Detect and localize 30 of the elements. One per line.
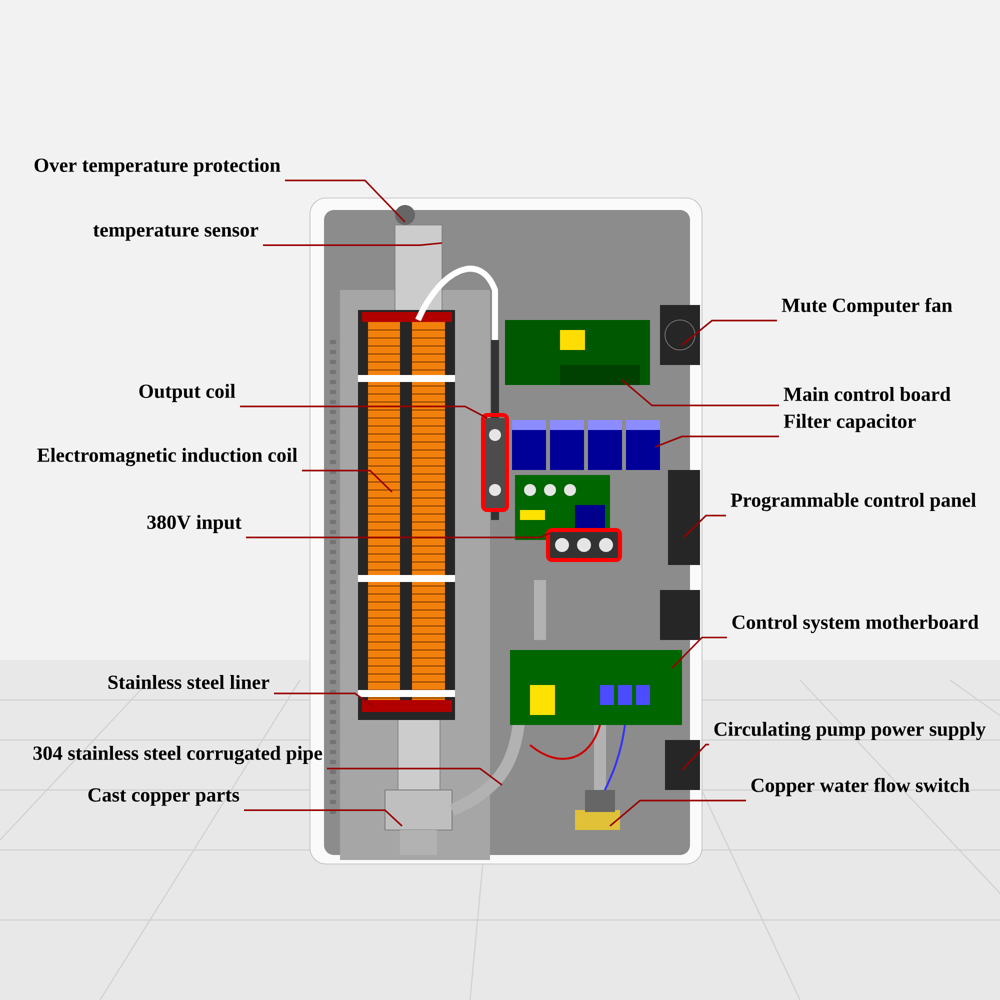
- callout-label: 304 stainless steel corrugated pipe: [33, 746, 322, 764]
- leader-line: [285, 180, 406, 223]
- leader-line: [244, 809, 403, 827]
- callout-label: Main control board: [784, 386, 951, 402]
- leader-line: [622, 379, 780, 406]
- leader-line: [274, 692, 374, 708]
- leader-line: [671, 636, 728, 669]
- callout-label: Electromagnetic induction coil: [37, 448, 298, 466]
- callout-label: temperature sensor: [93, 225, 258, 241]
- leader-line: [246, 532, 550, 538]
- leader-line: [683, 514, 726, 538]
- callout-label: Over temperature protection: [34, 158, 280, 176]
- callout-label: Circulating pump power supply: [714, 722, 986, 740]
- leader-line: [681, 744, 709, 771]
- leader-line: [327, 768, 502, 786]
- callout-label: Copper water flow switch: [751, 778, 970, 796]
- callout-label: 380V input: [147, 514, 242, 534]
- callout-label: Output coil: [139, 384, 236, 402]
- callout-label: Filter capacitor: [784, 414, 916, 432]
- leader-line: [302, 470, 393, 493]
- leader-line: [263, 242, 442, 246]
- callout-label: Cast copper parts: [88, 788, 240, 806]
- leader-line: [610, 800, 746, 827]
- callout-label: Control system motherboard: [732, 614, 979, 634]
- leader-line: [682, 320, 778, 346]
- callout-label: Programmable control panel: [730, 492, 976, 512]
- leader-line: [654, 436, 780, 448]
- callout-label: Stainless steel liner: [108, 674, 270, 690]
- leader-line: [240, 406, 488, 419]
- callout-label: Mute Computer fan: [782, 298, 952, 316]
